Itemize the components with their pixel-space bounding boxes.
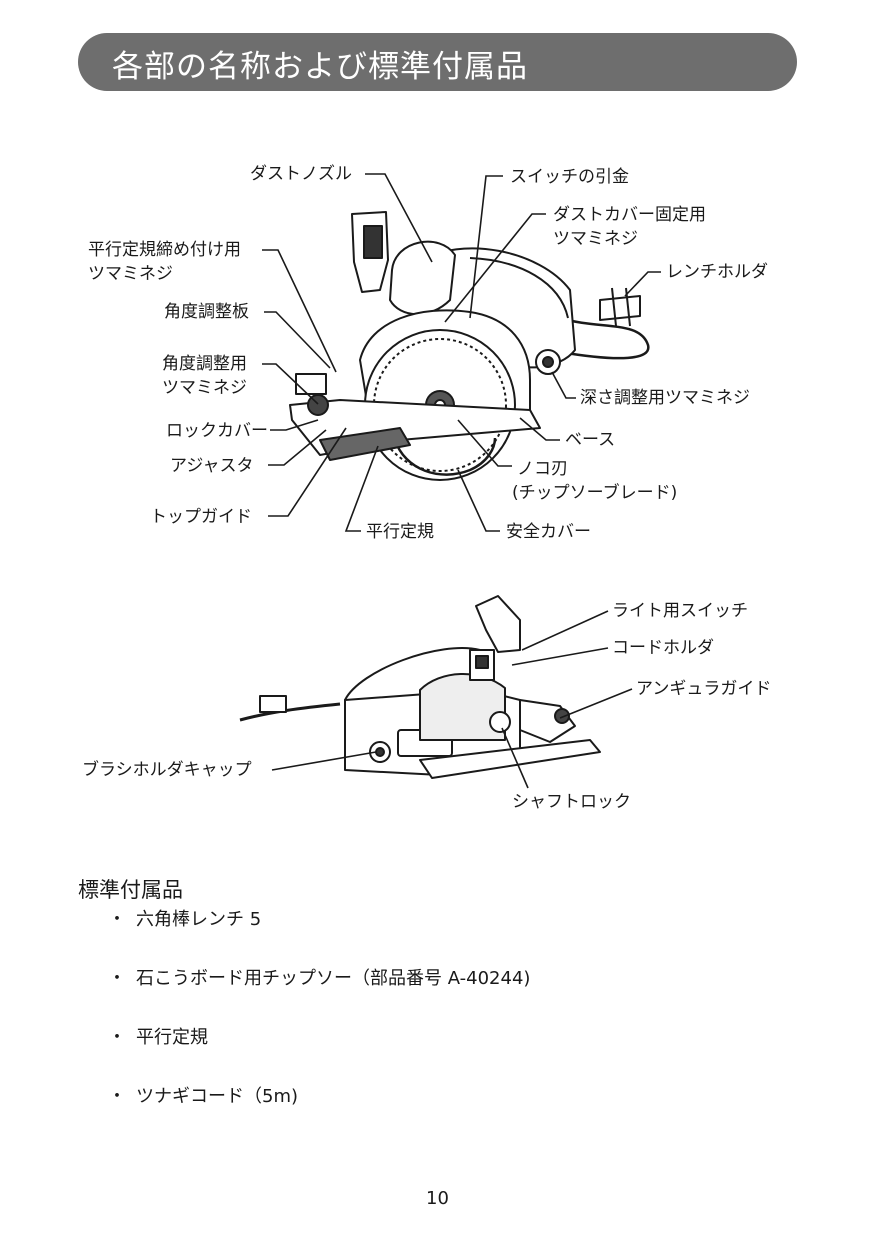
label-angle-knob-line1: 角度調整用 [162,354,247,374]
section-title-bar: 各部の名称および標準付属品 [78,33,797,91]
bullet: ・ [108,1027,126,1048]
accessories-heading: 標準付属品 [78,878,183,902]
label-light-switch: ライト用スイッチ [612,601,748,621]
label-dust-cover-knob-line1: ダストカバー固定用 [553,205,706,225]
label-dust-nozzle: ダストノズル [250,164,352,184]
label-blade-line1: ノコ刃 [517,459,568,479]
accessory-name: 石こうボード用チップソー（部品番号 A-40244) [136,968,531,989]
accessories-list: ・六角棒レンチ 5 ・石こうボード用チップソー（部品番号 A-40244) ・平… [108,906,530,1142]
label-blade-line2: (チップソーブレード) [512,483,678,503]
label-angular-guide: アンギュラガイド [636,679,772,699]
label-adjuster: アジャスタ [170,456,254,476]
label-dust-cover-knob-line2: ツマミネジ [553,229,638,249]
page-number: 10 [426,1188,449,1209]
accessory-name: ツナギコード（5m) [136,1086,299,1107]
list-item: ・六角棒レンチ 5 [108,906,530,965]
label-lock-cover: ロックカバー [166,421,268,441]
label-cord-holder: コードホルダ [612,638,714,658]
label-base: ベース [565,430,616,450]
label-brush-holder-cap: ブラシホルダキャップ [82,760,252,780]
page-title: 各部の名称および標準付属品 [112,49,528,85]
bullet: ・ [108,909,126,930]
accessory-name: 六角棒レンチ 5 [136,909,262,930]
label-wrench-holder: レンチホルダ [666,262,768,282]
label-parallel-guide-knob-line1: 平行定規締め付け用 [88,240,241,260]
label-parallel-guide-knob-line2: ツマミネジ [88,264,173,284]
list-item: ・石こうボード用チップソー（部品番号 A-40244) [108,965,530,1024]
label-top-guide: トップガイド [150,507,252,527]
label-depth-knob: 深さ調整用ツマミネジ [580,388,750,408]
circular-saw-side-illustration [239,595,601,779]
accessory-name: 平行定規 [136,1027,208,1048]
list-item: ・平行定規 [108,1024,530,1083]
label-safety-cover: 安全カバー [506,522,591,542]
list-item: ・ツナギコード（5m) [108,1083,530,1142]
label-shaft-lock: シャフトロック [512,792,631,812]
leader-lines [262,173,661,789]
label-angle-knob-line2: ツマミネジ [162,378,247,398]
bullet: ・ [108,1086,126,1107]
bullet: ・ [108,968,126,989]
label-angle-plate: 角度調整板 [164,302,249,322]
label-parallel-guide: 平行定規 [366,522,434,542]
label-switch-trigger: スイッチの引金 [510,167,629,187]
